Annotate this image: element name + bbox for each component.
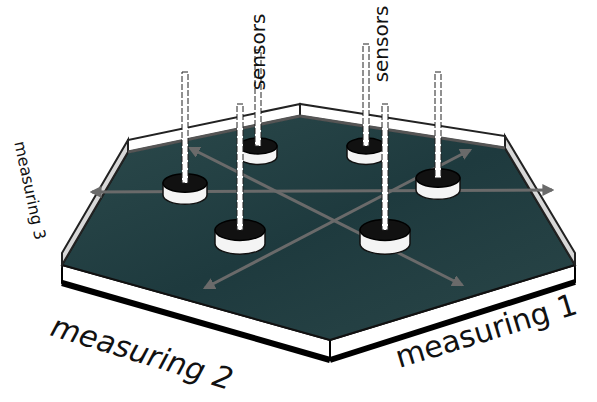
sensor-rod: [182, 72, 188, 183]
sensor: [163, 72, 207, 204]
sensor: [215, 104, 265, 254]
measuring-label: measuring 3: [10, 139, 49, 241]
sensor-rod: [363, 44, 369, 146]
sensor: [416, 72, 460, 199]
sensor-label: sensors: [246, 14, 270, 91]
sensor-rod: [382, 104, 388, 230]
sensor-rod: [237, 104, 243, 230]
sensor-rod: [435, 72, 441, 178]
sensor-label: sensors: [369, 6, 393, 83]
sensor: [360, 104, 410, 254]
